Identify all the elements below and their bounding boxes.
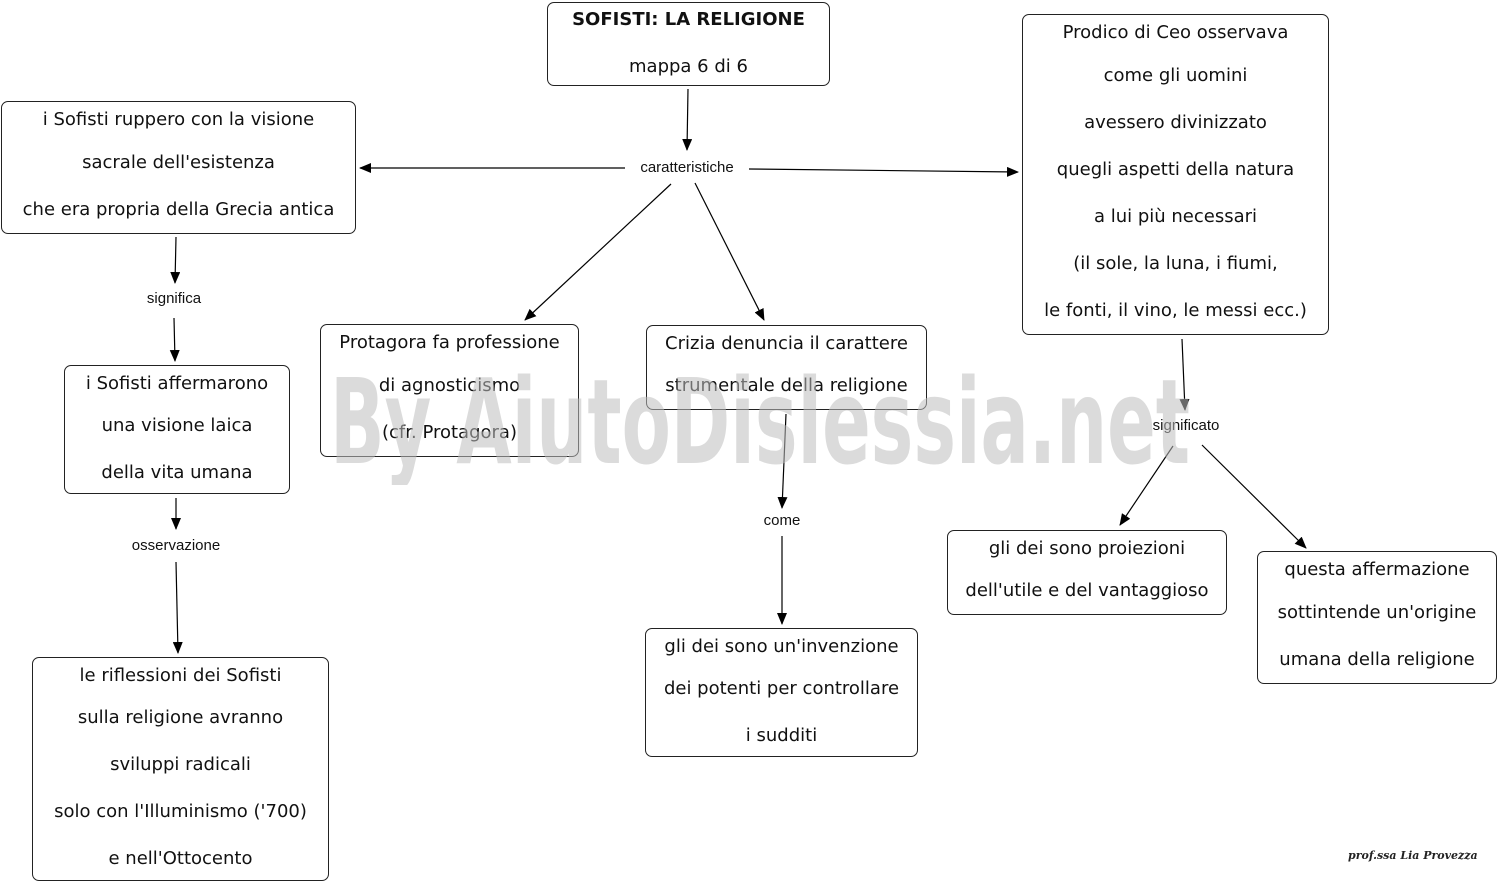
node-protagora-line-2: di agnosticismo [378,375,521,396]
edge-caratteristiche-to-prodico [748,166,1019,177]
node-protagora-line-3: (cfr. Protagora) [382,422,517,443]
edge-caratteristiche-to-protagora [524,183,672,321]
node-prodico: Prodico di Ceo osservava come gli uomini… [1022,14,1329,335]
edge-significato-to-proiezioni [1119,445,1174,526]
edge-crizia-to-come [777,413,788,509]
title-text: SOFISTI: LA RELIGIONE [572,9,805,30]
node-prodico-line-1: Prodico di Ceo osservava [1062,22,1289,43]
edge-rottura-to-significa [170,236,181,284]
node-riflessioni-line-2: sulla religione avranno [77,707,284,728]
node-rottura-line-1: i Sofisti ruppero con la visione [42,109,315,130]
node-riflessioni-line-5: e nell'Ottocento [108,848,253,869]
edge-prodico-to-significato [1179,338,1190,411]
node-prodico-line-3: avessero divinizzato [1084,112,1267,133]
node-origine-line-1: questa affermazione [1284,559,1470,580]
node-rottura: i Sofisti ruppero con la visione sacrale… [1,101,356,234]
node-protagora: Protagora fa professione di agnosticismo… [320,324,579,457]
node-invenzione: gli dei sono un'invenzione dei potenti p… [645,628,918,757]
node-riflessioni-line-4: solo con l'Illuminismo ('700) [54,801,307,822]
node-crizia-line-1: Crizia denuncia il carattere [665,333,908,354]
node-origine: questa affermazione sottintende un'origi… [1257,551,1497,684]
link-label-caratteristiche: caratteristiche [637,159,737,177]
node-proiezioni-line-1: gli dei sono proiezioni [988,538,1186,559]
edge-significa-to-laica [169,317,180,362]
node-protagora-line-1: Protagora fa professione [339,332,560,353]
node-riflessioni-line-1: le riflessioni dei Sofisti [79,665,282,686]
node-prodico-line-5: a lui più necessari [1093,206,1258,227]
node-laica-line-2: una visione laica [101,415,253,436]
node-riflessioni: le riflessioni dei Sofisti sulla religio… [32,657,329,881]
node-proiezioni-line-2: dell'utile e del vantaggioso [965,580,1209,601]
title-node: SOFISTI: LA RELIGIONE mappa 6 di 6 [547,2,830,86]
node-origine-line-3: umana della religione [1279,649,1475,670]
node-laica: i Sofisti affermarono una visione laica … [64,365,290,494]
link-label-come: come [760,512,804,530]
node-laica-line-1: i Sofisti affermarono [85,373,269,394]
node-laica-line-3: della vita umana [101,462,253,483]
edge-title-to-caratteristiche [682,88,693,151]
node-prodico-line-2: come gli uomini [1103,65,1248,86]
link-label-significato: significato [1149,417,1223,435]
author-signature: prof.ssa Lia Provezza [1348,849,1478,862]
node-origine-line-2: sottintende un'origine [1277,602,1477,623]
link-label-significa: significa [143,290,205,308]
node-invenzione-line-2: dei potenti per controllare [663,678,900,699]
node-prodico-line-4: quegli aspetti della natura [1056,159,1295,180]
node-proiezioni: gli dei sono proiezioni dell'utile e del… [947,530,1227,615]
node-crizia-line-2: strumentale della religione [665,375,908,396]
node-crizia: Crizia denuncia il carattere strumentale… [646,325,927,410]
edge-osservazione-to-riflessioni [172,561,183,654]
link-label-osservazione: osservazione [128,537,224,555]
node-rottura-line-3: che era propria della Grecia antica [22,199,335,220]
node-prodico-line-7: le fonti, il vino, le messi ecc.) [1044,300,1307,321]
node-invenzione-line-3: i sudditi [745,725,818,746]
edge-caratteristiche-to-crizia [694,182,765,321]
node-invenzione-line-1: gli dei sono un'invenzione [664,636,899,657]
node-riflessioni-line-3: sviluppi radicali [110,754,251,775]
node-prodico-line-6: (il sole, la luna, i fiumi, [1073,253,1278,274]
node-rottura-line-2: sacrale dell'esistenza [82,152,275,173]
edge-significato-to-origine [1201,444,1307,549]
